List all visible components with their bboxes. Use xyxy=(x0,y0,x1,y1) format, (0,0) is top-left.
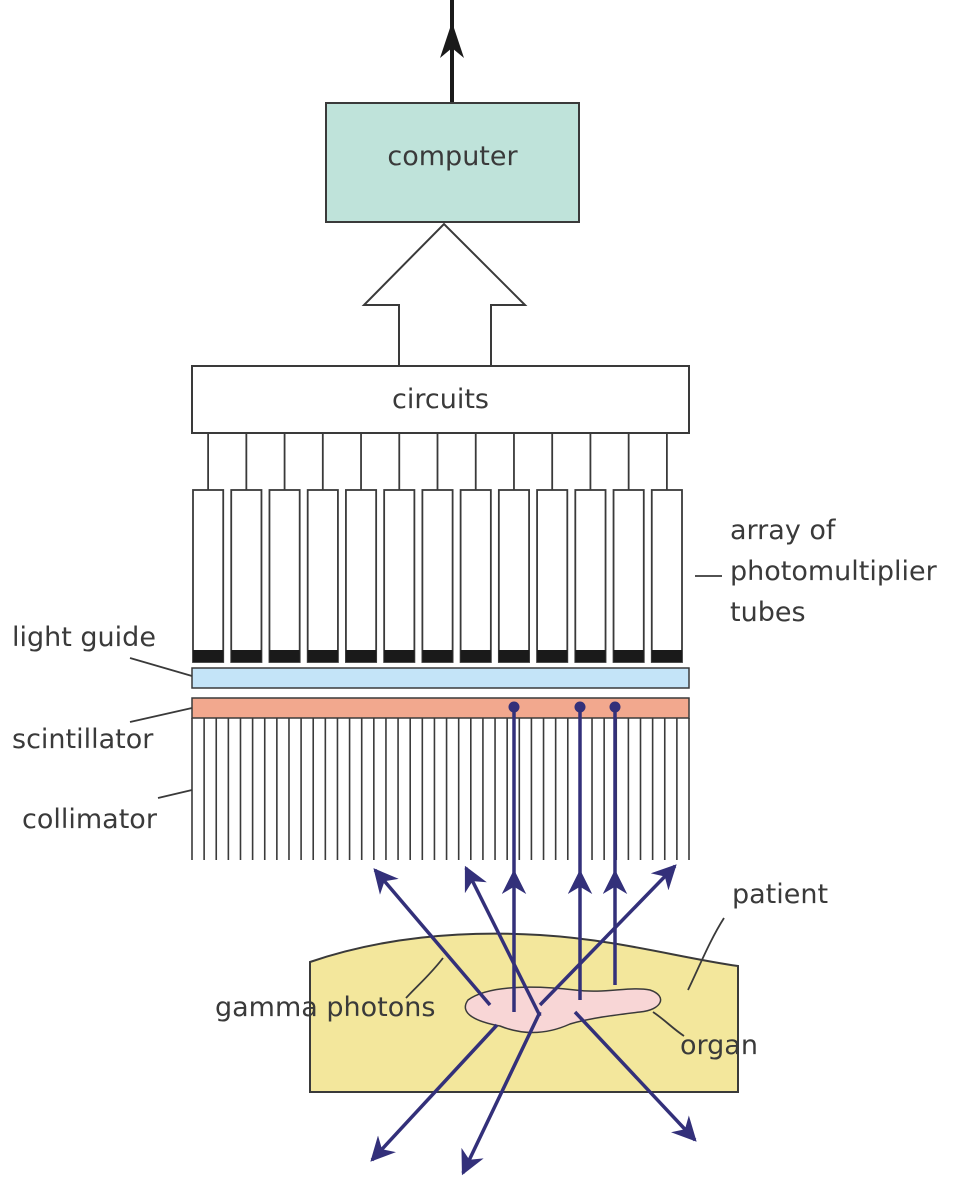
photomultiplier-tube xyxy=(497,489,530,663)
pmt-array-label-line3: tubes xyxy=(730,597,806,628)
photon-ray-2 xyxy=(464,865,542,1017)
photomultiplier-tube xyxy=(536,489,569,663)
photomultiplier-tube xyxy=(650,489,683,663)
photon-ray-7 xyxy=(370,1023,499,1162)
tube-photocathode xyxy=(193,650,224,662)
scintillator-label: scintillator xyxy=(12,724,154,755)
tube-photocathode xyxy=(345,650,377,662)
organ-label: organ xyxy=(680,1030,758,1061)
data-flow-arrow xyxy=(361,222,528,367)
pmt-array-label-line2: photomultiplier xyxy=(730,556,937,587)
patient-label: patient xyxy=(732,879,829,910)
collimator-label: collimator xyxy=(22,804,157,835)
tube-photocathode xyxy=(575,650,606,662)
photomultiplier-tube xyxy=(192,489,225,663)
tube-photocathode xyxy=(422,650,453,662)
photomultiplier-tube xyxy=(612,489,645,663)
circuits-box xyxy=(191,365,690,434)
tube-photocathode xyxy=(269,650,300,662)
circuits-label: circuits xyxy=(392,384,489,415)
scintillator-leader-line xyxy=(129,707,193,723)
photomultiplier-tube xyxy=(421,489,454,663)
tube-photocathode xyxy=(537,650,568,662)
photomultiplier-tube xyxy=(268,489,301,663)
photon-ray-1 xyxy=(373,868,492,1007)
scintillation-point xyxy=(609,701,621,713)
output-arrowhead xyxy=(440,22,464,58)
photomultiplier-tube xyxy=(574,489,607,663)
photomultiplier-tube xyxy=(459,489,492,663)
scintillation-point xyxy=(574,701,586,713)
scintillation-point xyxy=(508,701,520,713)
computer-label: computer xyxy=(387,141,518,172)
photon-ray-9 xyxy=(573,1010,697,1142)
gamma-photons-leader-line xyxy=(405,957,444,999)
collimator-leader-line xyxy=(157,789,193,799)
photomultiplier-tube xyxy=(306,489,339,663)
scintillation-points xyxy=(508,701,621,713)
photomultiplier-tube xyxy=(383,489,416,663)
photomultiplier-tube xyxy=(230,489,263,663)
photomultiplier-tube-array xyxy=(192,433,683,663)
tube-photocathode xyxy=(231,650,262,662)
photon-ray-8 xyxy=(461,1011,542,1176)
light-guide-label: light guide xyxy=(12,622,156,653)
patient-leader-line xyxy=(687,917,725,991)
tube-photocathode xyxy=(460,650,491,662)
gamma-photons-label: gamma photons xyxy=(215,992,436,1023)
tube-photocathode xyxy=(307,650,338,662)
computer-box xyxy=(325,102,580,223)
pmt-array-label-line1: array of xyxy=(730,515,836,546)
tube-photocathode xyxy=(651,650,682,662)
tube-photocathode xyxy=(498,650,530,662)
tube-photocathode xyxy=(384,650,415,662)
photomultiplier-tube xyxy=(345,489,378,663)
organ-leader-line xyxy=(652,1011,685,1037)
light-guide-leader-line xyxy=(129,657,193,677)
tube-photocathode xyxy=(613,650,644,662)
light-guide-bar xyxy=(191,667,690,689)
gamma-photon-paths xyxy=(370,708,697,1176)
photon-ray-6 xyxy=(538,864,677,1007)
collimator-septa xyxy=(191,718,690,860)
